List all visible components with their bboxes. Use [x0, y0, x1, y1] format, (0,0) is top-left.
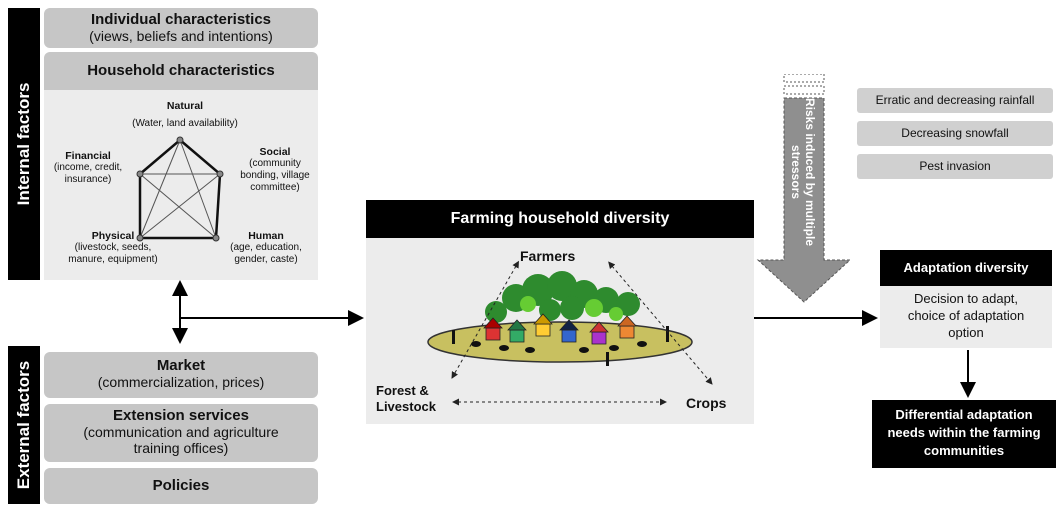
capital-financial: Financial (income, credit, insurance) [53, 150, 123, 185]
field-ellipse [427, 321, 693, 363]
risk-item-pests: Pest invasion [857, 154, 1053, 179]
pentagon-outline [138, 138, 222, 240]
forest-livestock-label: Forest & Livestock [376, 383, 436, 414]
household-title: Household characteristics [87, 62, 275, 79]
adaptation-diversity-title: Adaptation diversity [880, 250, 1052, 286]
extension-services-box: Extension services (communication and ag… [44, 404, 318, 462]
capital-natural: Natural (Water, land availability) [132, 100, 238, 129]
market-title: Market [156, 357, 206, 374]
external-factors-bar: External factors [8, 346, 40, 504]
capitals-panel [44, 90, 318, 280]
policies-box: Policies [44, 468, 318, 504]
farmers-label: Farmers [520, 248, 576, 264]
market-box: Market (commercialization, prices) [44, 352, 318, 398]
capitals-pentagon [136, 136, 224, 242]
market-subtitle: (commercialization, prices) [97, 374, 265, 390]
differential-needs-box: Differential adaptation needs within the… [872, 400, 1056, 468]
extension-subtitle-2: training offices) [133, 440, 229, 456]
risk-item-rainfall: Erratic and decreasing rainfall [857, 88, 1053, 113]
capital-human: Human (age, education, gender, caste) [230, 230, 302, 265]
extension-title: Extension services [113, 407, 249, 424]
individual-title: Individual characteristics [90, 11, 272, 28]
risk-item-snowfall: Decreasing snowfall [857, 121, 1053, 146]
crops-label: Crops [686, 395, 727, 411]
extension-subtitle-1: (communication and agriculture [83, 424, 279, 440]
risk-arrow [756, 74, 852, 303]
individual-characteristics-box: Individual characteristics (views, belie… [44, 8, 318, 48]
policies-title: Policies [152, 477, 210, 494]
capital-physical: Physical (livestock, seeds, manure, equi… [68, 230, 158, 265]
capital-social: Social (community bonding, village commi… [240, 146, 310, 193]
farm-illustration [427, 260, 713, 406]
adaptation-decision-box: Decision to adapt, choice of adaptation … [880, 286, 1052, 348]
household-diversity-title: Farming household diversity [366, 200, 754, 238]
individual-subtitle: (views, beliefs and intentions) [89, 28, 273, 44]
household-characteristics-box: Household characteristics [44, 52, 318, 90]
internal-factors-bar: Internal factors [8, 8, 40, 280]
